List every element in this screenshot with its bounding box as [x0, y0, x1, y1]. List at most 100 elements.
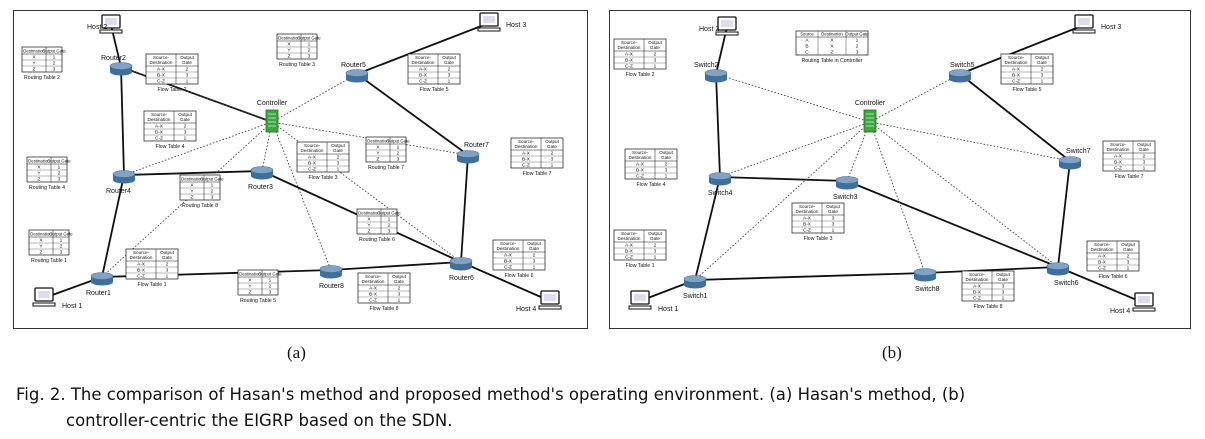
table-header: Gate — [529, 246, 539, 251]
table-cell: B-X — [1012, 73, 1021, 79]
router-top — [319, 265, 343, 273]
table-caption: Routing Table 1 — [31, 258, 67, 264]
table-cell: C-Z — [157, 79, 165, 85]
switch-switch8: Switch8 — [913, 268, 940, 293]
table-cell: A-X — [419, 67, 428, 73]
table-cell: B-X — [973, 290, 982, 296]
switch-top — [913, 268, 937, 276]
table-cell: C-Z — [1098, 266, 1106, 272]
table-caption: Routing Table 2 — [24, 75, 60, 81]
table-header: Gate — [180, 117, 190, 122]
table-cell: 1 — [1041, 79, 1044, 85]
table-cell: Y — [37, 171, 41, 177]
table-cell: 2 — [398, 286, 401, 292]
host-icon: Host 1 — [32, 287, 82, 310]
network-link — [959, 73, 1071, 162]
table-caption: Flow Table 5 — [419, 87, 448, 93]
table-cell: 3 — [1143, 160, 1146, 166]
switch-base — [1047, 268, 1069, 276]
table-header: Gate — [828, 209, 838, 214]
host-icon: Host 3 — [477, 12, 526, 32]
table-caption: Flow Table 5 — [1012, 87, 1041, 93]
table-cell: A-X — [369, 286, 378, 292]
control-link — [869, 121, 1071, 162]
table-caption: Flow Table 6 — [1098, 274, 1127, 280]
table-cell: B-X — [1114, 160, 1123, 166]
table-cell: B — [805, 44, 808, 50]
table-cell: 3 — [211, 195, 214, 201]
network-link — [715, 73, 721, 178]
host-label: Host 2 — [87, 24, 107, 31]
table-header: Destination — [28, 158, 50, 163]
table-cell: Y — [190, 189, 194, 195]
table-header: Output — [648, 40, 663, 45]
table-border — [510, 137, 564, 169]
table-cell: 2 — [448, 67, 451, 73]
table-cell: A-X — [625, 52, 634, 58]
table-caption: Flow Table 3 — [803, 236, 832, 242]
table-header: Source- — [304, 143, 321, 148]
table-caption: Flow Table 8 — [369, 306, 398, 312]
table-border — [357, 272, 411, 304]
router-top — [250, 166, 274, 174]
network-link — [694, 272, 926, 281]
table-border — [276, 33, 318, 60]
table-caption: Flow Table 7 — [1114, 174, 1143, 180]
switch-label: Switch1 — [683, 293, 708, 300]
table-header: Gate — [444, 60, 454, 65]
switch-top — [1046, 262, 1070, 270]
host-icon: Host 3 — [1072, 14, 1121, 34]
host-link — [959, 24, 1085, 75]
table-header: Destination — [497, 246, 520, 251]
table-cell: 1 — [1002, 296, 1005, 302]
table-cell: Z — [831, 50, 834, 56]
switch-switch3: Switch3 — [833, 176, 859, 201]
table-caption: Flow Table 2 — [157, 87, 186, 93]
table-cell: B-X — [155, 130, 164, 136]
controller-server-icon: Controller — [257, 100, 288, 133]
network-link — [123, 170, 263, 176]
table-caption: Routing Table 5 — [240, 298, 276, 304]
table-header: Output — [180, 55, 195, 60]
table-cell: 3 — [1002, 290, 1005, 296]
table-cell: B-X — [1098, 260, 1107, 266]
caption-line-1: Fig. 2. The comparison of Hasan's method… — [16, 385, 966, 404]
table-cell: 2 — [654, 52, 657, 58]
screen-icon — [1138, 296, 1150, 303]
table-cell: B-X — [803, 222, 812, 228]
table-cell: C-Z — [137, 274, 145, 280]
table-header: Output — [1137, 142, 1152, 147]
router-router7: Router7 — [456, 142, 489, 164]
table-cell: A-X — [803, 216, 812, 222]
table-header: Destination — [301, 148, 324, 153]
network-diagram-proposed: Switch1Switch2Switch3Switch4Switch5Switc… — [613, 14, 1156, 315]
table-cell: 3 — [269, 290, 272, 296]
table-header: Output — [178, 112, 193, 117]
router-base — [346, 75, 368, 83]
table-cell: 2 — [654, 243, 657, 249]
table-header: Source- — [799, 204, 816, 209]
switch-switch6: Switch6 — [1046, 262, 1079, 287]
screen-icon — [105, 18, 117, 25]
table-caption: Flow Table 6 — [504, 273, 533, 279]
control-link — [123, 121, 273, 176]
table-cell: B-X — [504, 259, 513, 265]
table-cell: 3 — [1041, 73, 1044, 79]
screen-icon — [38, 291, 50, 298]
table-header: Source- — [151, 112, 168, 117]
table-cell: C-Z — [625, 64, 633, 70]
router-base — [251, 172, 273, 180]
table-cell: 3 — [166, 268, 169, 274]
table-header: Gate — [162, 255, 172, 260]
table-cell: B-X — [625, 249, 634, 255]
host-label: Host 3 — [506, 22, 526, 29]
table-caption: Flow Table 2 — [625, 72, 654, 78]
table-header: Destination — [412, 60, 435, 65]
table-header: Output Gate — [49, 231, 73, 236]
table-cell: Z — [191, 195, 194, 201]
panel-b-sublabel: (b) — [882, 343, 902, 362]
screen-icon — [721, 20, 733, 27]
